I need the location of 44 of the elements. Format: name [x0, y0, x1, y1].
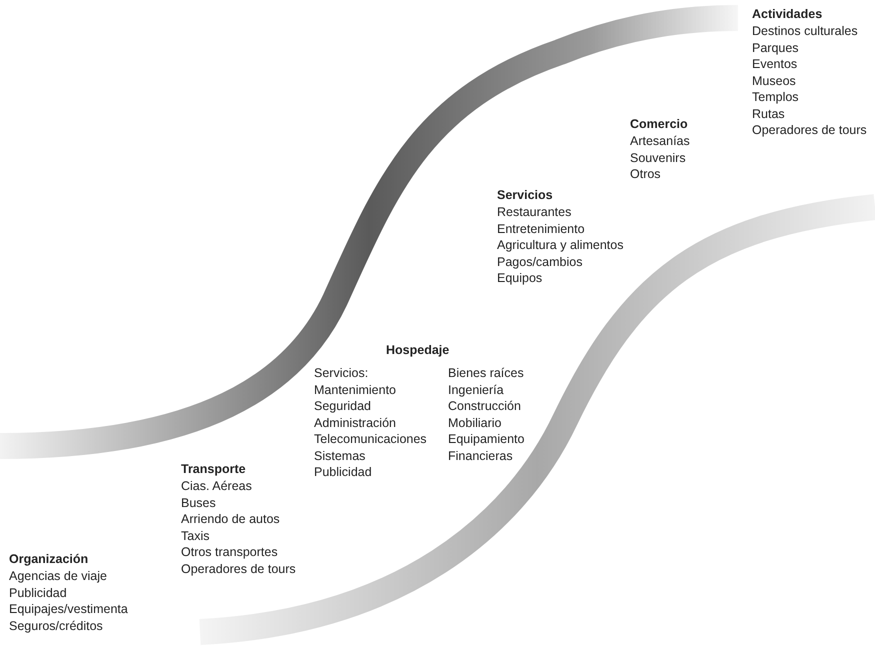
list-item: Operadores de tours	[752, 122, 867, 138]
list-item: Arriendo de autos	[181, 511, 280, 527]
list-item: Cias. Aéreas	[181, 478, 252, 494]
list-item: Construcción	[448, 398, 521, 414]
category-heading: Hospedaje	[386, 342, 450, 358]
list-item: Eventos	[752, 56, 798, 72]
list-item: Equipamiento	[448, 431, 524, 447]
list-item: Destinos culturales	[752, 23, 858, 39]
list-item: Administración	[314, 414, 396, 430]
list-item: Taxis	[181, 528, 210, 544]
list-item: Artesanías	[630, 133, 690, 149]
list-item: Otros transportes	[181, 544, 278, 560]
list-item: Equipos	[497, 270, 542, 286]
category-heading: Servicios	[497, 187, 553, 203]
list-item: Publicidad	[9, 584, 67, 600]
list-item: Souvenirs	[630, 150, 686, 166]
list-item: Mantenimiento	[314, 382, 396, 398]
list-item: Ingeniería	[448, 382, 504, 398]
category-heading: Transporte	[181, 461, 246, 477]
list-item: Telecomunicaciones	[314, 431, 427, 447]
list-item: Pagos/cambios	[497, 254, 582, 270]
list-item: Agricultura y alimentos	[497, 237, 624, 253]
list-item: Buses	[181, 494, 216, 510]
list-item: Equipajes/vestimenta	[9, 601, 128, 617]
list-item: Seguros/créditos	[9, 618, 103, 634]
list-item: Publicidad	[314, 464, 372, 480]
list-item: Agencias de viaje	[9, 568, 107, 584]
list-item: Rutas	[752, 106, 785, 122]
list-item: Sistemas	[314, 448, 366, 464]
category-heading: Comercio	[630, 116, 688, 132]
list-item: Templos	[752, 89, 799, 105]
list-item: Mobiliario	[448, 414, 502, 430]
list-item: Operadores de tours	[181, 560, 296, 576]
list-item: Seguridad	[314, 398, 371, 414]
category-heading: Organización	[9, 551, 88, 567]
list-item: Financieras	[448, 448, 513, 464]
list-item: Otros	[630, 166, 661, 182]
list-item: Entretenimiento	[497, 220, 585, 236]
list-item: Parques	[752, 40, 799, 56]
list-item: Restaurantes	[497, 204, 572, 220]
list-item: Bienes raíces	[448, 365, 524, 381]
list-item: Servicios:	[314, 365, 368, 381]
category-heading: Actividades	[752, 6, 822, 22]
list-item: Museos	[752, 72, 796, 88]
